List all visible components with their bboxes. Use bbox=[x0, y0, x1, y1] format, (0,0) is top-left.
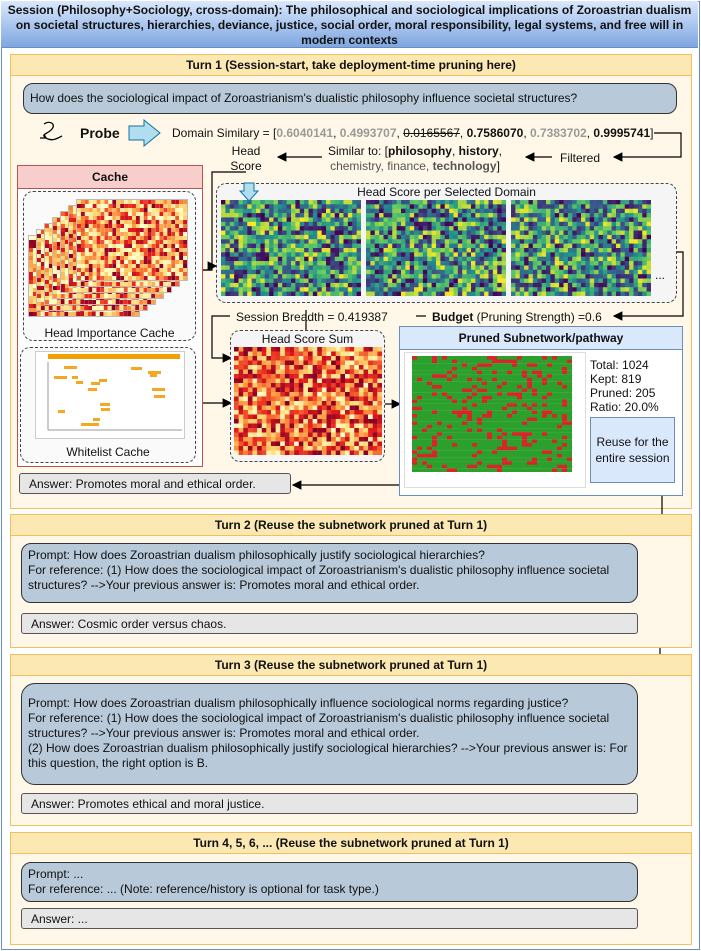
session-title-line-1: Session (Philosophy+Sociology, cross-dom… bbox=[7, 3, 692, 17]
turn-4-prompt-line-1: Prompt: ... bbox=[28, 867, 84, 881]
head-score-sum-heatmap bbox=[234, 347, 382, 455]
similar-to-domains: Similar to: [philosophy, history, chemis… bbox=[327, 144, 503, 173]
stat-pruned: Pruned: 205 bbox=[590, 386, 656, 400]
probe-signal-icon bbox=[40, 121, 63, 141]
turn-2-prompt-line-1: Prompt: How does Zoroastrian dualism phi… bbox=[28, 548, 485, 562]
turn-1-question: How does the sociological impact of Zoro… bbox=[23, 83, 677, 114]
cache-title: Cache bbox=[17, 165, 203, 189]
head-score-heatmap-philosophy bbox=[221, 200, 361, 296]
session-title-line-3: modern contexts bbox=[301, 33, 398, 47]
whitelist-cache-plot bbox=[35, 351, 185, 439]
head-score-per-domain-title: Head Score per Selected Domain bbox=[357, 185, 536, 199]
similar-to-suffix: ] bbox=[496, 159, 500, 173]
pruned-mask-heatmap bbox=[412, 356, 572, 472]
turn-3-prompt: Prompt: How does Zoroastrian dualism phi… bbox=[21, 683, 638, 785]
session-header: Session (Philosophy+Sociology, cross-dom… bbox=[1, 1, 698, 48]
similarity-value: 0.9995741 bbox=[593, 126, 651, 140]
filtered-label: Filtered bbox=[560, 151, 601, 165]
reuse-session-note: Reuse for the entire session bbox=[590, 417, 675, 483]
similarity-value: 0.4993707 bbox=[339, 126, 397, 140]
turn-3-prompt-line-3: structures? -->Your previous answer is: … bbox=[28, 726, 420, 740]
session-title-line-2: on societal structures, hierarchies, dev… bbox=[15, 18, 684, 32]
turn-4-answer: Answer: ... bbox=[21, 908, 638, 929]
domain-chemistry: chemistry bbox=[330, 159, 381, 173]
budget-bold: Budget bbox=[432, 310, 474, 324]
head-score-heatmap-technology bbox=[511, 200, 651, 296]
stat-ratio: Ratio: 20.0% bbox=[590, 400, 659, 414]
domain-technology: technology bbox=[432, 159, 497, 173]
turn-3-prompt-line-1: Prompt: How does Zoroastrian dualism phi… bbox=[28, 696, 569, 710]
turn-1-title: Turn 1 (Session-start, take deployment-t… bbox=[11, 55, 691, 76]
probe-label: Probe bbox=[80, 125, 120, 141]
pruning-stats: Total: 1024 Kept: 819 Pruned: 205 Ratio:… bbox=[590, 358, 659, 414]
cache-layer-heatmap bbox=[76, 199, 188, 281]
more-domains-ellipsis: ... bbox=[655, 268, 666, 282]
turn-4-prompt-line-2: For reference: ... (Note: reference/hist… bbox=[28, 882, 379, 896]
head-score-label-line-2: Score bbox=[230, 159, 262, 173]
turn-2-prompt-line-2: For reference: (1) How does the sociolog… bbox=[28, 563, 610, 577]
domain-similarity-prefix: Domain Similary = [ bbox=[172, 126, 277, 140]
turn-3-prompt-line-2: For reference: (1) How does the sociolog… bbox=[28, 711, 610, 725]
turn-3-prompt-line-5: this question, the right option is B. bbox=[28, 756, 209, 770]
stat-kept: Kept: 819 bbox=[590, 372, 642, 386]
turn-2-prompt: Prompt: How does Zoroastrian dualism phi… bbox=[21, 543, 638, 603]
turn-2-prompt-line-3: structures? -->Your previous answer is: … bbox=[28, 578, 420, 592]
domain-similarity: Domain Similary = [0.6040141, 0.4993707,… bbox=[172, 126, 654, 140]
head-score-sum-title: Head Score Sum bbox=[261, 332, 354, 346]
pruned-subnetwork-title: Pruned Subnetwork/pathway bbox=[399, 326, 683, 350]
turn-1-answer: Answer: Promotes moral and ethical order… bbox=[19, 473, 291, 494]
turn-2-answer: Answer: Cosmic order versus chaos. bbox=[21, 613, 638, 634]
turn-4-prompt: Prompt: ... For reference: ... (Note: re… bbox=[21, 862, 638, 902]
head-importance-cache-label: Head Importance Cache bbox=[44, 326, 175, 340]
budget-label: Budget (Pruning Strength) =0.6 bbox=[432, 310, 602, 324]
turn-2-title: Turn 2 (Reuse the subnetwork pruned at T… bbox=[11, 515, 691, 536]
domain-history: history bbox=[458, 144, 499, 158]
similarity-value: 0.6040141 bbox=[276, 126, 334, 140]
head-importance-stack bbox=[28, 195, 193, 321]
budget-rest: (Pruning Strength) =0.6 bbox=[473, 310, 602, 324]
turn-3-title: Turn 3 (Reuse the subnetwork pruned at T… bbox=[11, 655, 691, 676]
turn-3-answer: Answer: Promotes ethical and moral justi… bbox=[21, 793, 638, 814]
head-score-label-line-1: Head bbox=[231, 144, 261, 158]
head-score-label: Head Score bbox=[230, 144, 262, 174]
head-score-heatmap-history bbox=[366, 200, 506, 296]
stat-total: Total: 1024 bbox=[590, 358, 649, 372]
session-breadth-label: Session Breadth = 0.419387 bbox=[236, 310, 388, 324]
similarity-value: 0.7383702 bbox=[530, 126, 587, 140]
similarity-value: 0.0165567 bbox=[403, 126, 460, 140]
probe-arrow-icon bbox=[128, 119, 161, 147]
similarity-value: 0.7586070 bbox=[466, 126, 524, 140]
turn-3-prompt-line-4: (2) How does Zoroastrian dualism philoso… bbox=[28, 741, 628, 755]
selected-domain-arrow-icon bbox=[239, 182, 259, 202]
turn-4-title: Turn 4, 5, 6, ... (Reuse the subnetwork … bbox=[11, 833, 691, 854]
whitelist-cache-label: Whitelist Cache bbox=[66, 445, 150, 459]
similar-to-prefix: Similar to: [ bbox=[327, 144, 388, 158]
domain-philosophy: philosophy bbox=[387, 144, 452, 158]
domain-similarity-suffix: ] bbox=[650, 126, 654, 140]
domain-finance: finance bbox=[387, 159, 426, 173]
